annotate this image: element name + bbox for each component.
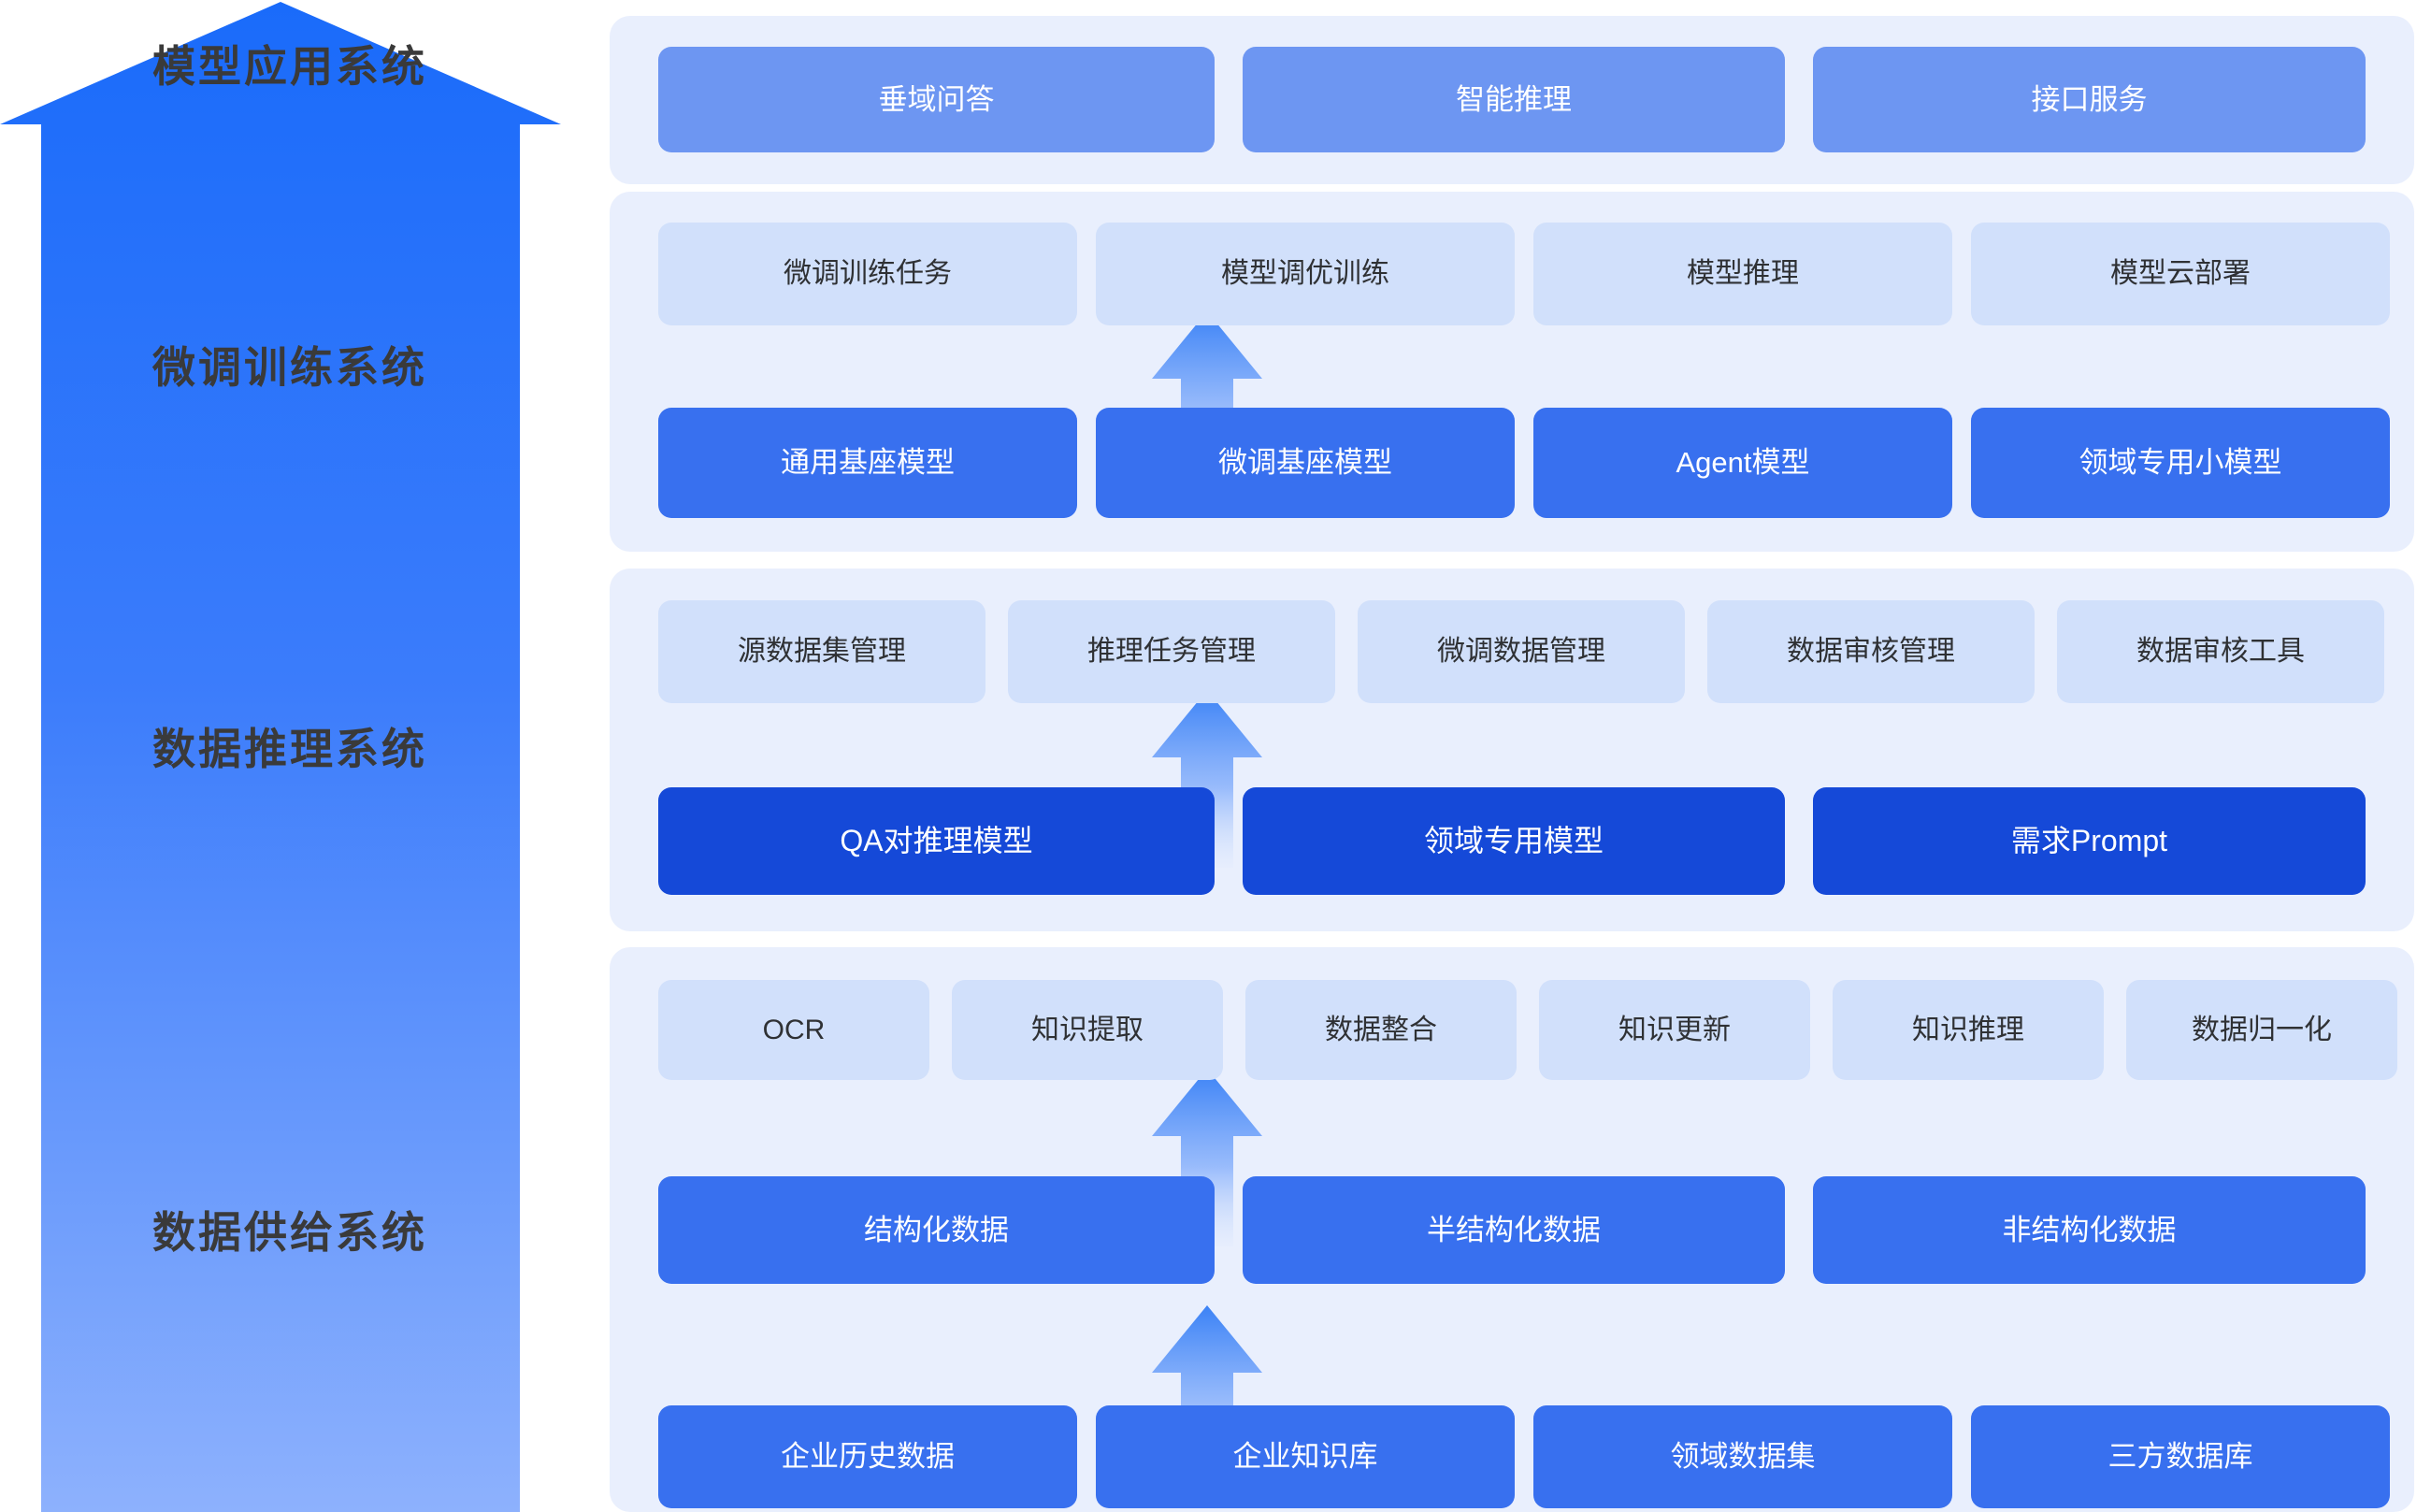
box-source-dataset-mgmt[interactable]: 源数据集管理 (658, 600, 985, 703)
panel-finetune-training-system: 微调训练任务 模型调优训练 模型推理 模型云部署 通用基座模型 微调基座模型 A… (610, 192, 2414, 552)
box-reasoning-task-mgmt[interactable]: 推理任务管理 (1008, 600, 1335, 703)
stage-label-finetune-training: 微调训练系统 (152, 343, 427, 392)
box-finetune-training-task[interactable]: 微调训练任务 (658, 223, 1077, 325)
box-general-base-model[interactable]: 通用基座模型 (658, 408, 1077, 518)
box-domain-small-model[interactable]: 领域专用小模型 (1971, 408, 2390, 518)
box-finetuned-base-model[interactable]: 微调基座模型 (1096, 408, 1515, 518)
box-data-audit-tool[interactable]: 数据审核工具 (2057, 600, 2384, 703)
box-domain-dataset[interactable]: 领域数据集 (1533, 1405, 1952, 1508)
stage-label-data-supply: 数据供给系统 (152, 1208, 427, 1257)
box-unstructured-data[interactable]: 非结构化数据 (1813, 1176, 2366, 1284)
panel-model-application-system: 垂域问答 智能推理 接口服务 (610, 16, 2414, 184)
box-qa-pair-reasoning-model[interactable]: QA对推理模型 (658, 787, 1215, 895)
box-data-integration[interactable]: 数据整合 (1245, 980, 1517, 1080)
box-knowledge-reasoning[interactable]: 知识推理 (1833, 980, 2104, 1080)
box-intelligent-reasoning[interactable]: 智能推理 (1243, 47, 1785, 152)
box-data-audit-mgmt[interactable]: 数据审核管理 (1707, 600, 2035, 703)
box-requirement-prompt[interactable]: 需求Prompt (1813, 787, 2366, 895)
big-upward-arrow-icon (0, 2, 561, 1512)
stage-arrow-column: 模型应用系统 微调训练系统 数据推理系统 数据供给系统 (0, 0, 580, 1512)
box-domain-specific-model[interactable]: 领域专用模型 (1243, 787, 1785, 895)
stage-label-data-reasoning: 数据推理系统 (152, 725, 427, 773)
box-third-party-database[interactable]: 三方数据库 (1971, 1405, 2390, 1508)
panel-data-reasoning-system: 源数据集管理 推理任务管理 微调数据管理 数据审核管理 数据审核工具 QA对推理… (610, 569, 2414, 931)
box-agent-model[interactable]: Agent模型 (1533, 408, 1952, 518)
box-vertical-qa[interactable]: 垂域问答 (658, 47, 1215, 152)
stage-label-model-application: 模型应用系统 (152, 42, 427, 91)
box-enterprise-knowledge-base[interactable]: 企业知识库 (1096, 1405, 1515, 1508)
box-api-service[interactable]: 接口服务 (1813, 47, 2366, 152)
box-knowledge-extract[interactable]: 知识提取 (952, 980, 1223, 1080)
box-finetune-data-mgmt[interactable]: 微调数据管理 (1358, 600, 1685, 703)
box-data-normalization[interactable]: 数据归一化 (2126, 980, 2397, 1080)
box-semi-structured-data[interactable]: 半结构化数据 (1243, 1176, 1785, 1284)
box-ocr[interactable]: OCR (658, 980, 929, 1080)
box-model-tuning-training[interactable]: 模型调优训练 (1096, 223, 1515, 325)
box-model-inference[interactable]: 模型推理 (1533, 223, 1952, 325)
box-enterprise-history-data[interactable]: 企业历史数据 (658, 1405, 1077, 1508)
box-model-cloud-deploy[interactable]: 模型云部署 (1971, 223, 2390, 325)
box-structured-data[interactable]: 结构化数据 (658, 1176, 1215, 1284)
box-knowledge-update[interactable]: 知识更新 (1539, 980, 1810, 1080)
panel-data-supply-system: OCR 知识提取 数据整合 知识更新 知识推理 数据归一化 结构化数据 半结构化… (610, 947, 2414, 1512)
